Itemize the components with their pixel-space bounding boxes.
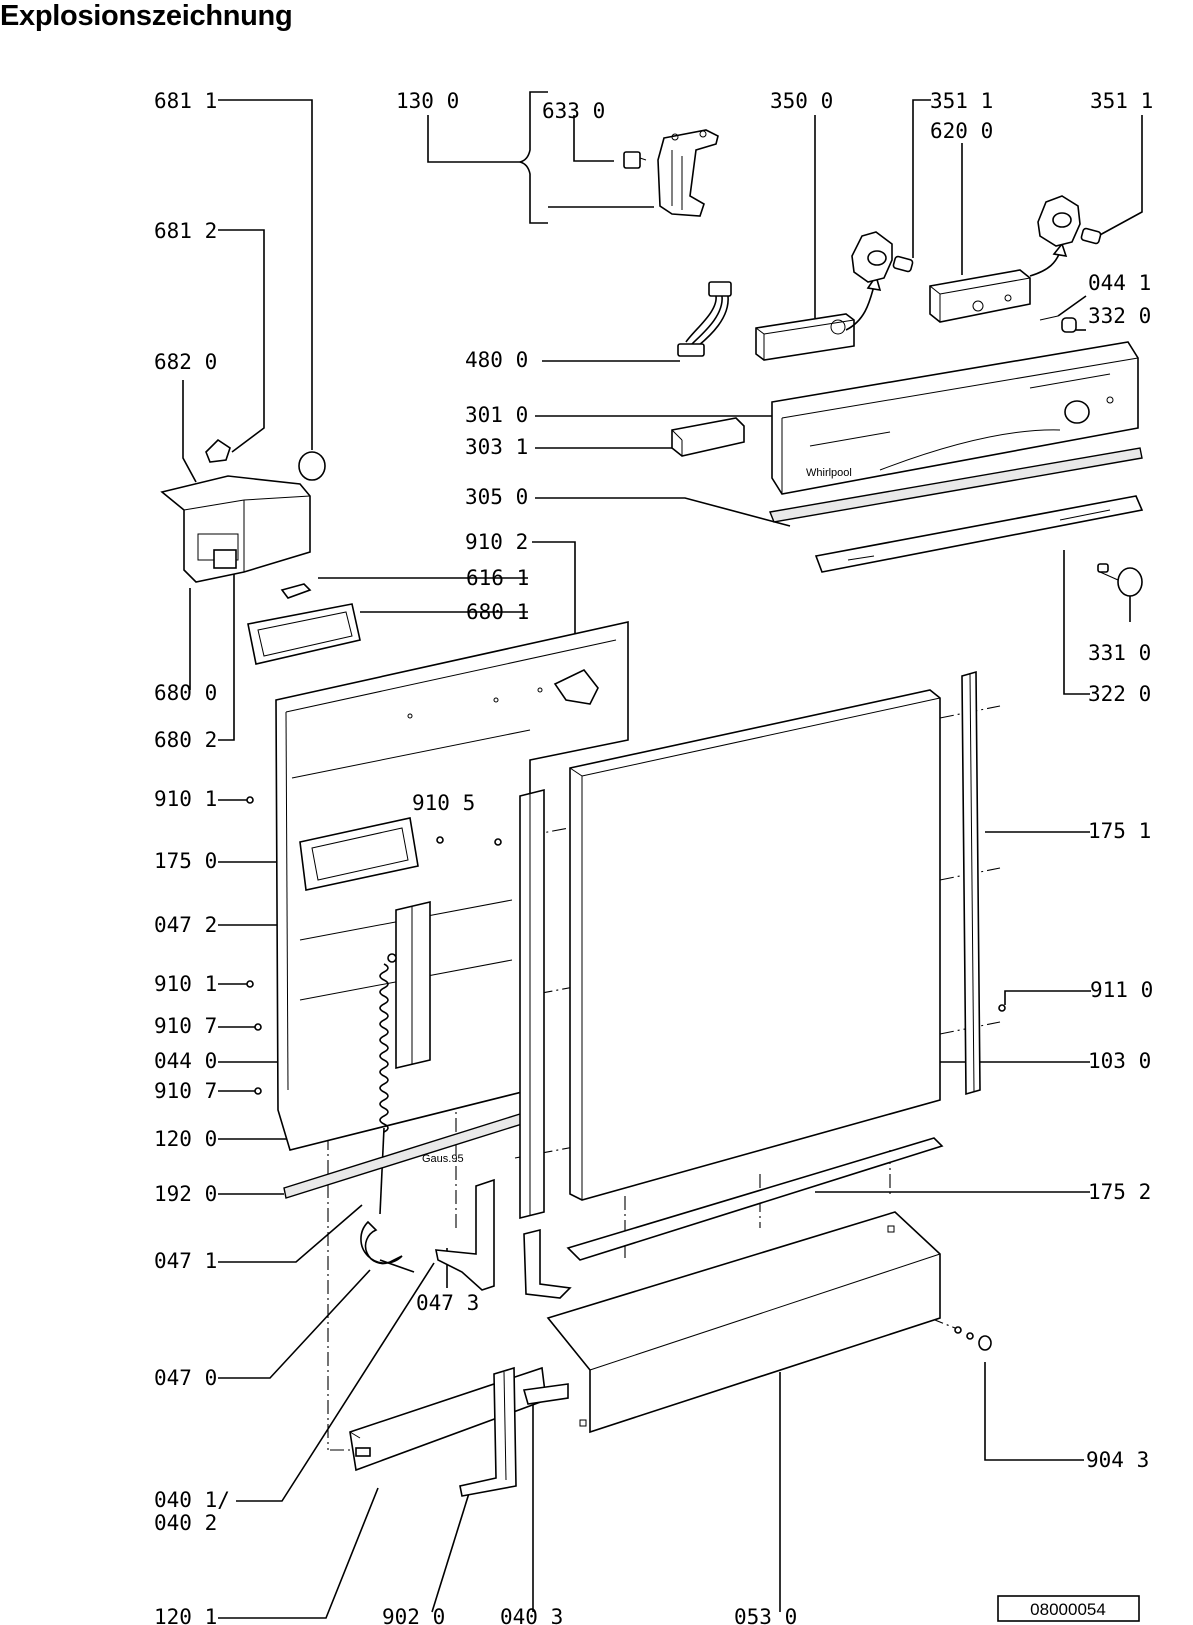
bottom-bar-040 bbox=[349, 1366, 547, 1472]
callout-616-1: 616 1 bbox=[466, 566, 529, 590]
callout-331-0: 331 0 bbox=[1088, 641, 1151, 665]
callout-053-0: 053 0 bbox=[734, 1605, 797, 1625]
callout-680-0: 680 0 bbox=[154, 681, 217, 705]
knob-331 bbox=[1097, 563, 1143, 597]
callout-044-0: 044 0 bbox=[154, 1049, 217, 1073]
bottom-strip-175-2 bbox=[566, 1137, 944, 1261]
callout-301-0: 301 0 bbox=[465, 403, 528, 427]
micro-switch-633 bbox=[623, 151, 647, 169]
page-title: Explosionszeichnung bbox=[0, 0, 293, 32]
hinge-047-0 bbox=[360, 1220, 415, 1273]
knob-351-left bbox=[851, 231, 914, 283]
outer-door-panel-103 bbox=[569, 689, 941, 1201]
dispenser-frame-175-0 bbox=[299, 817, 419, 891]
part-616 bbox=[280, 583, 312, 599]
handle-303 bbox=[671, 417, 745, 457]
callout-192-0: 192 0 bbox=[154, 1182, 217, 1206]
callout-040-1: 040 1/ bbox=[154, 1488, 230, 1512]
program-selector-620 bbox=[929, 242, 1068, 323]
callout-044-1: 044 1 bbox=[1088, 271, 1151, 295]
bracket-lower bbox=[523, 1228, 572, 1299]
trim-strip-305 bbox=[769, 447, 1143, 523]
bracket-047-3 bbox=[435, 1178, 495, 1291]
electronic-module-350 bbox=[755, 274, 882, 361]
callout-680-1: 680 1 bbox=[466, 600, 529, 624]
callout-910-7-a: 910 7 bbox=[154, 1014, 217, 1038]
callout-305-0: 305 0 bbox=[465, 485, 528, 509]
callout-681-1: 681 1 bbox=[154, 89, 217, 113]
callout-910-5: 910 5 bbox=[412, 791, 475, 815]
drawing-number: 08000054 bbox=[1030, 1600, 1106, 1619]
spring-channel bbox=[395, 900, 431, 1070]
drawing-number-box: 08000054 bbox=[997, 1595, 1140, 1622]
callout-910-1-b: 910 1 bbox=[154, 972, 217, 996]
brand-mark: Whirlpool bbox=[806, 467, 852, 479]
callout-480-0: 480 0 bbox=[465, 348, 528, 372]
gasket-680-1 bbox=[247, 603, 361, 665]
detergent-dispenser-682 bbox=[160, 475, 311, 583]
callout-047-2: 047 2 bbox=[154, 913, 217, 937]
inner-door-panel-120 bbox=[275, 621, 629, 1151]
side-strip-175-1 bbox=[961, 670, 981, 1096]
control-panel-301: Whirlpool bbox=[771, 341, 1139, 495]
screws-910 bbox=[246, 796, 1006, 1095]
callout-332-0: 332 0 bbox=[1088, 304, 1151, 328]
side-strip-175-0 bbox=[519, 788, 545, 1220]
callout-681-2: 681 2 bbox=[154, 219, 217, 243]
screw-044-1 bbox=[1039, 315, 1077, 333]
callout-910-7-b: 910 7 bbox=[154, 1079, 217, 1103]
callout-910-2: 910 2 bbox=[465, 530, 528, 554]
callout-682-0: 682 0 bbox=[154, 350, 217, 374]
callout-680-2: 680 2 bbox=[154, 728, 217, 752]
callout-175-1: 175 1 bbox=[1088, 819, 1151, 843]
bracket-902 bbox=[459, 1366, 517, 1497]
clip-040-3 bbox=[522, 1383, 569, 1405]
callout-303-1: 303 1 bbox=[465, 435, 528, 459]
kick-plate-053 bbox=[546, 1211, 941, 1434]
wire-harness-480 bbox=[677, 281, 732, 357]
callout-902-0: 902 0 bbox=[382, 1605, 445, 1625]
callout-910-1-a: 910 1 bbox=[154, 787, 217, 811]
callout-322-0: 322 0 bbox=[1088, 682, 1151, 706]
cap-681-1 bbox=[298, 451, 326, 481]
callout-350-0: 350 0 bbox=[770, 89, 833, 113]
door-lock-assembly-130 bbox=[657, 129, 719, 217]
callout-130-0: 130 0 bbox=[396, 89, 459, 113]
callout-351-1-a: 351 1 bbox=[930, 89, 993, 113]
callout-620-0: 620 0 bbox=[930, 119, 993, 143]
callout-120-0: 120 0 bbox=[154, 1127, 217, 1151]
callout-911-0: 911 0 bbox=[1090, 978, 1153, 1002]
callout-040-2: 040 2 bbox=[154, 1511, 217, 1535]
callout-351-1-b: 351 1 bbox=[1090, 89, 1153, 113]
clip-681-2 bbox=[205, 438, 231, 463]
callout-633-0: 633 0 bbox=[542, 99, 605, 123]
display-strip-322 bbox=[814, 495, 1144, 573]
screw-904 bbox=[954, 1326, 992, 1351]
callout-175-2: 175 2 bbox=[1088, 1180, 1151, 1204]
callout-labels: 681 1 130 0 633 0 350 0 351 1 620 0 351 … bbox=[154, 89, 1153, 1625]
callout-047-1: 047 1 bbox=[154, 1249, 217, 1273]
stamp-text: Gaus.95 bbox=[422, 1153, 464, 1165]
knob-351-right bbox=[1037, 195, 1102, 247]
callout-904-3: 904 3 bbox=[1086, 1448, 1149, 1472]
callout-047-0: 047 0 bbox=[154, 1366, 217, 1390]
spring-044 bbox=[379, 953, 397, 1215]
callout-047-3: 047 3 bbox=[416, 1291, 479, 1315]
callout-175-0: 175 0 bbox=[154, 849, 217, 873]
callout-103-0: 103 0 bbox=[1088, 1049, 1151, 1073]
callout-040-3: 040 3 bbox=[500, 1605, 563, 1625]
callout-120-1: 120 1 bbox=[154, 1605, 217, 1625]
